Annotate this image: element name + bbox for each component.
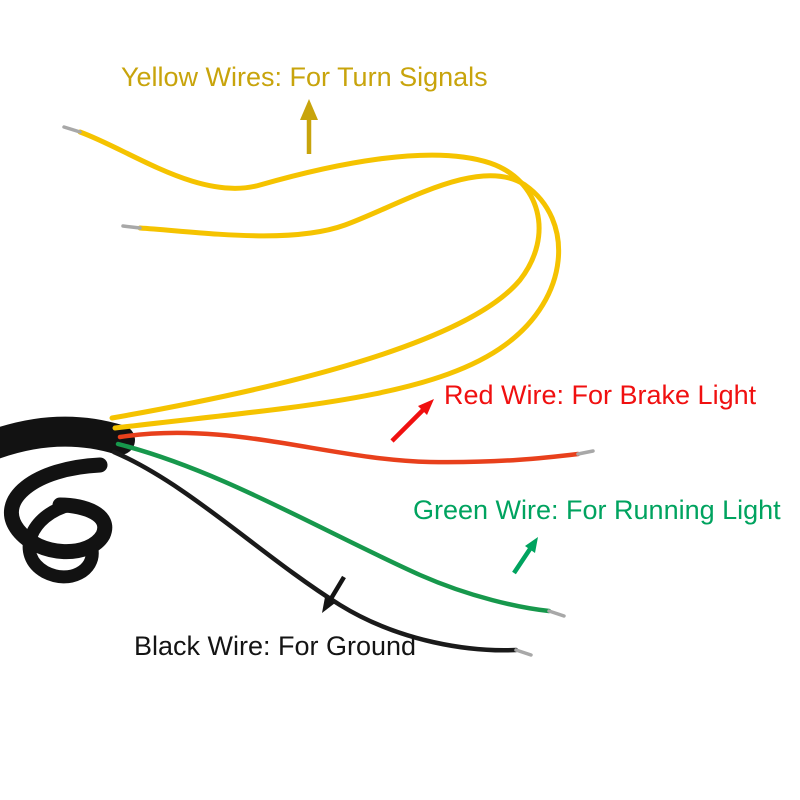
black-wire-tip [514, 648, 533, 657]
green-wire [115, 441, 552, 614]
red-wire-tip [576, 449, 595, 456]
green-arrowhead-icon [525, 537, 538, 553]
green-wire-label: Green Wire: For Running Light [413, 495, 781, 525]
green-arrow-shaft [512, 547, 532, 575]
yellow-wire-1-tip [62, 125, 82, 134]
black-wire-label: Black Wire: For Ground [134, 631, 416, 661]
red-arrow [390, 399, 434, 443]
red-arrowhead-icon [418, 399, 434, 415]
harness-main-bundle [0, 416, 135, 459]
green-wire-tip [547, 609, 566, 618]
black-arrow-shaft [327, 575, 346, 604]
yellow-arrowhead-icon [300, 99, 318, 120]
red-wire [117, 430, 581, 465]
red-wire-label: Red Wire: For Brake Light [444, 380, 757, 410]
black-wire [111, 449, 519, 653]
cable-harness [0, 416, 135, 584]
yellow-arrow [300, 99, 318, 154]
black-arrowhead-icon [322, 597, 335, 613]
yellow-wires [62, 125, 562, 431]
harness-loop-2 [22, 498, 99, 584]
black-wire-group [111, 449, 533, 657]
red-wire-group [117, 430, 595, 465]
yellow-wire-1 [77, 129, 542, 421]
black-arrow [322, 575, 346, 613]
red-arrow-shaft [390, 408, 425, 443]
green-arrow [512, 537, 538, 575]
yellow-wire-2 [112, 173, 562, 431]
yellow-wires-label: Yellow Wires: For Turn Signals [121, 62, 488, 92]
green-wire-group [115, 441, 566, 618]
yellow-wire-2-tip [121, 224, 142, 230]
harness-loop-1 [4, 457, 113, 560]
